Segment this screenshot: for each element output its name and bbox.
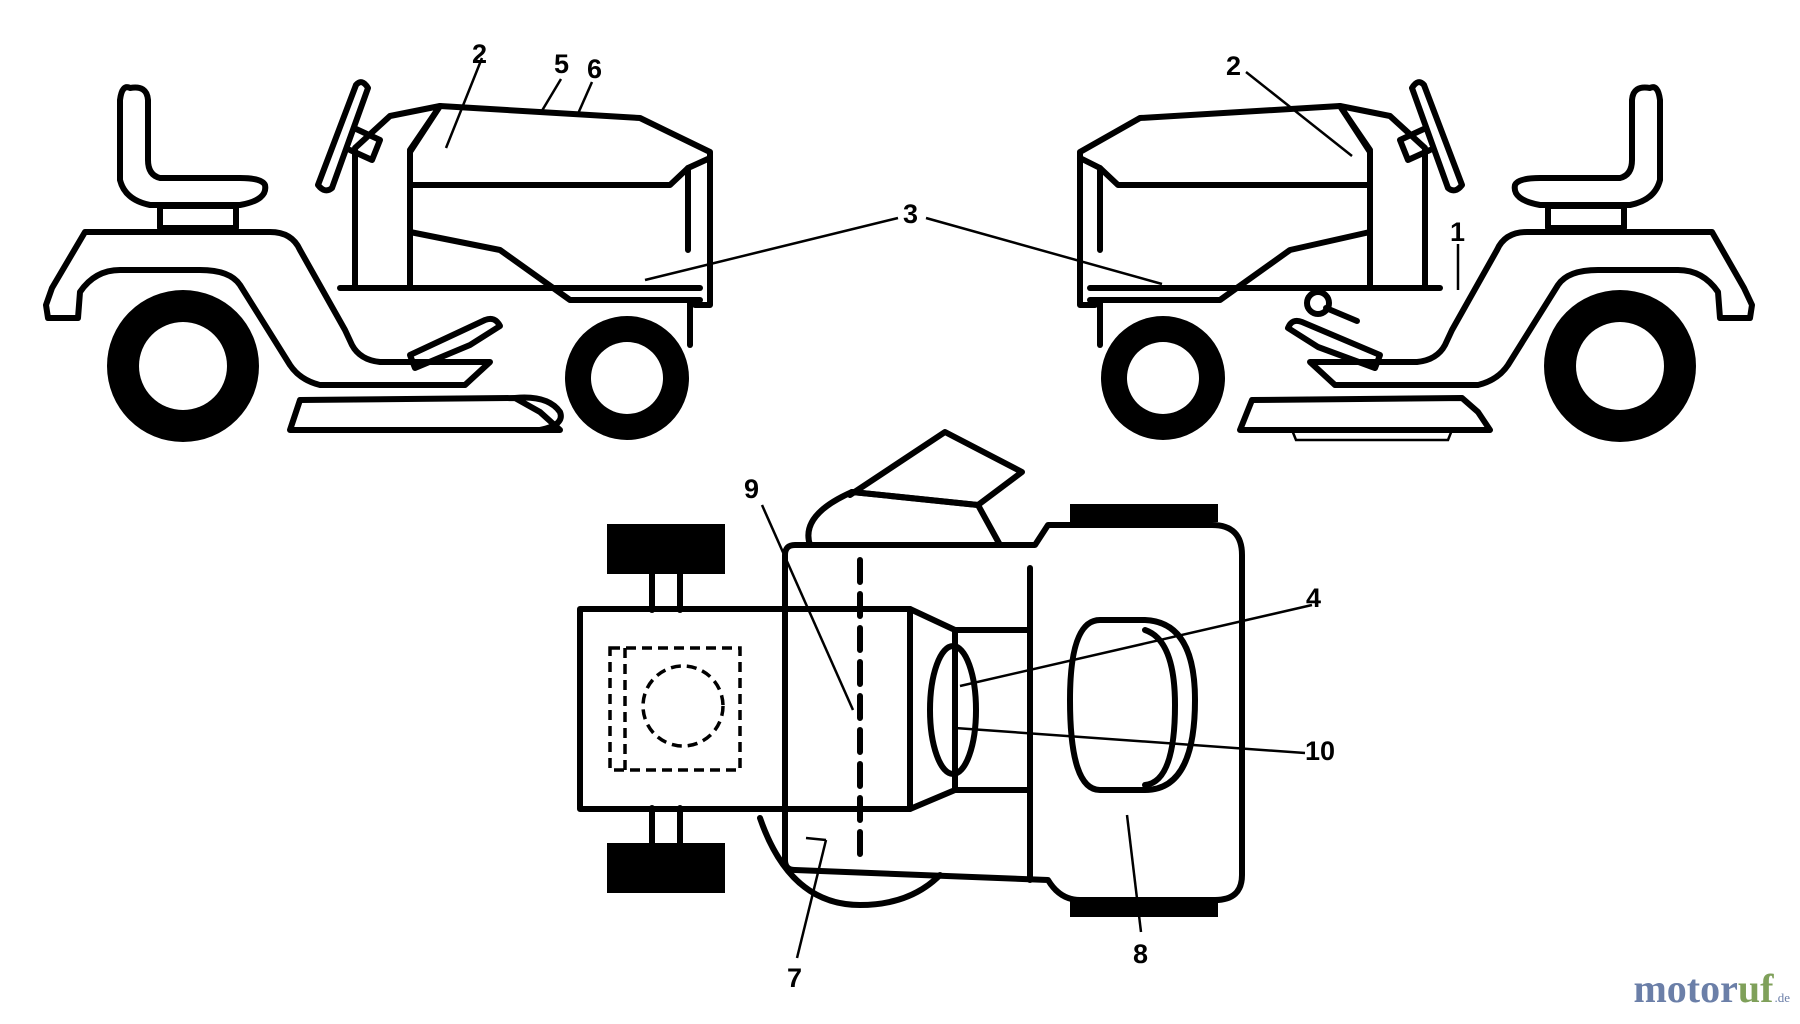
- callout-6: 6: [587, 54, 602, 84]
- callout-9: 9: [744, 474, 759, 504]
- callout-7: 7: [787, 963, 802, 993]
- callout-10: 10: [1305, 736, 1335, 766]
- tractor-top-view: 9 4 10 7 8: [577, 429, 1335, 993]
- callout-4: 4: [1306, 583, 1321, 613]
- shared-callout-3: 3: [644, 199, 1163, 286]
- callout-5: 5: [554, 49, 569, 79]
- left-tractor-side-view: 2 5 6: [43, 39, 713, 442]
- right-tractor-side-view: 2 1: [1077, 51, 1755, 442]
- callout-2-left: 2: [472, 39, 487, 69]
- callout-8: 8: [1133, 939, 1148, 969]
- callout-2-right: 2: [1226, 51, 1241, 81]
- callout-3: 3: [903, 199, 918, 229]
- callout-1: 1: [1450, 217, 1465, 247]
- watermark-logo: motoruf.de: [1633, 966, 1790, 1011]
